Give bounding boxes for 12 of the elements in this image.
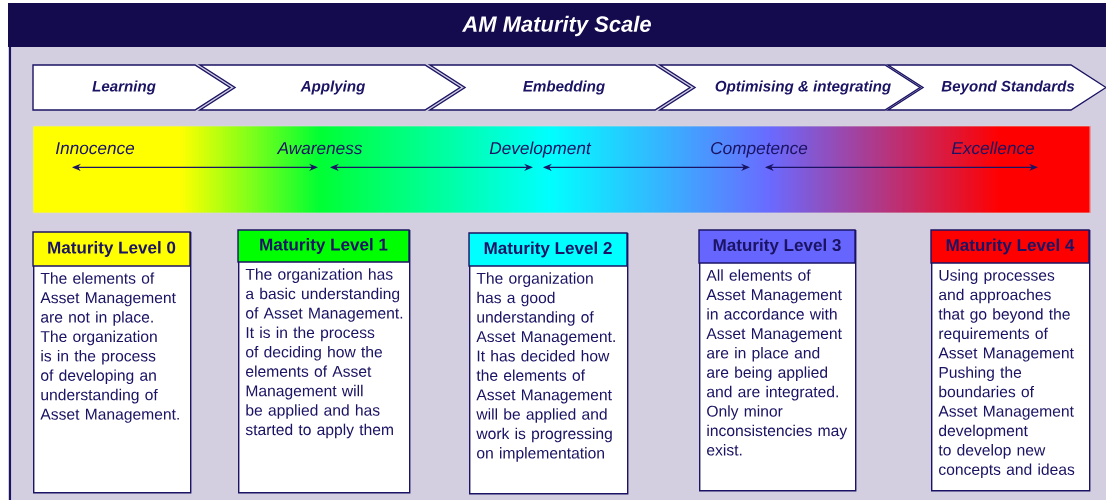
stage-label: Excellence	[951, 141, 1034, 155]
stage-label: Awareness	[276, 142, 363, 155]
stage-label: Development	[489, 141, 592, 158]
node-label: Beyond Standards	[941, 80, 1075, 95]
level-card: Maturity Level 4 Using processes and approaches that go beyond the requirements of Asset Management Pushing the boundaries of Asset Management development to develop new concepts and ideas	[930, 229, 1091, 492]
level-card: Maturity Level 3 All elements of Asset Management in accordance with Asset Management are in place and are being applied and are integrated. Only minor inconsistencies may exist.	[698, 229, 857, 492]
title-bar: AM Maturity Scale	[8, 3, 1106, 47]
level-card: Maturity Level 1 The organization has a basic understanding of Asset Management. It is in the process of deciding how the elements of Asset Management will be applied and has started to apply them	[237, 229, 411, 494]
stage-label: Competence	[711, 142, 808, 158]
stage-label: Innocence	[55, 142, 135, 155]
level-card: Maturity Level 2 The organization has a good understanding of Asset Management. It has decided how the elements of Asset Management will be applied and work is progressing on implementation	[468, 232, 629, 495]
level-card: Maturity Level 0 The elements of Asset Management are not in place. The organization is in the process of developing an understanding of Asset Management.	[32, 231, 192, 494]
